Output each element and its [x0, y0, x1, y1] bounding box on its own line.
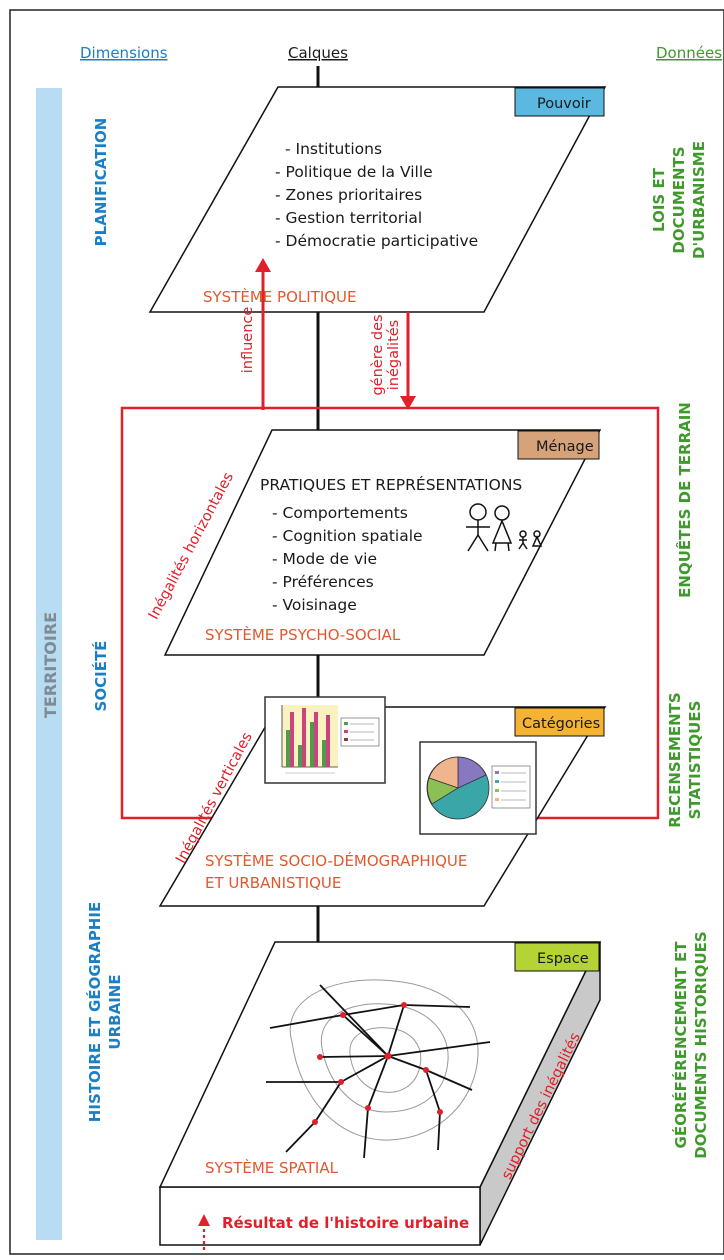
categories-system-line2: ET URBANISTIQUE: [205, 874, 341, 892]
pouvoir-item-5: - Démocratie participative: [275, 232, 478, 250]
tag-pouvoir: [514, 87, 605, 117]
result-label: Résultat de l'histoire urbaine: [222, 1214, 469, 1232]
tag-categories-label: Catégories: [522, 716, 600, 732]
pouvoir-item-3: - Zones prioritaires: [275, 186, 422, 204]
label-planification: PLANIFICATION: [92, 118, 110, 247]
header-donnees: Données: [656, 44, 722, 62]
pouvoir-system: SYSTÈME POLITIQUE: [203, 287, 357, 306]
tag-espace: [514, 942, 600, 972]
espace-system: SYSTÈME SPATIAL: [205, 1158, 339, 1177]
genere-arrow-head: [400, 396, 416, 410]
label-histoire-line1: HISTOIRE ET GÉOGRAPHIE: [85, 902, 104, 1122]
categories-system-line1: SYSTÈME SOCIO-DÉMOGRAPHIQUE: [205, 851, 467, 870]
pouvoir-item-4: - Gestion territorial: [275, 209, 422, 227]
label-territoire: TERRITOIRE: [41, 612, 60, 718]
layer-espace: [158, 941, 602, 1188]
label-geo-line2: DOCUMENTS HISTORIQUES: [692, 931, 710, 1158]
menage-item-1: - Comportements: [272, 504, 408, 522]
layer-pouvoir: [148, 86, 607, 313]
arrow-genere-line2: inégalités: [386, 320, 402, 390]
tag-menage-label: Ménage: [536, 439, 594, 455]
arrow-influence-label: influence: [240, 307, 256, 374]
menage-item-4: - Préférences: [272, 573, 374, 591]
label-recensements-line1: RECENSEMENTS: [666, 692, 684, 827]
tag-espace-label: Espace: [537, 951, 589, 967]
label-histoire-line2: URBAINE: [106, 974, 124, 1049]
pouvoir-item-1: - Institutions: [285, 140, 382, 158]
label-recensements-line2: STATISTIQUES: [686, 701, 704, 820]
espace-slab-front: [159, 1186, 481, 1246]
menage-item-2: - Cognition spatiale: [272, 527, 423, 545]
arrow-genere-line1: génère des: [370, 314, 386, 395]
header-dimensions: Dimensions: [80, 44, 168, 62]
layer-menage: [163, 429, 602, 656]
label-geo-line1: GÉORÉFÉRENCEMENT ET: [671, 941, 690, 1149]
urban-network-map: [266, 979, 491, 1159]
family-icon: [466, 503, 543, 552]
territoire-band: [36, 88, 62, 1240]
menage-item-3: - Mode de vie: [272, 550, 377, 568]
menage-heading: PRATIQUES ET REPRÉSENTATIONS: [260, 475, 522, 494]
label-lois-line1: LOIS ET: [650, 167, 668, 232]
label-societe: SOCIÉTÉ: [91, 641, 110, 712]
result-arrow-head: [198, 1214, 210, 1226]
pouvoir-item-2: - Politique de la Ville: [275, 163, 433, 181]
tag-menage: [517, 430, 600, 460]
label-lois-line3: D'URBANISME: [690, 141, 708, 259]
label-enquetes: ENQUÊTES DE TERRAIN: [675, 402, 694, 598]
menage-item-5: - Voisinage: [272, 596, 357, 614]
influence-arrow-head: [255, 258, 271, 272]
tag-categories: [514, 707, 605, 737]
label-lois-line2: DOCUMENTS: [670, 146, 688, 253]
bar-chart-thumbnail: [264, 696, 386, 784]
pie-chart-thumbnail: [419, 741, 537, 835]
header-calques: Calques: [288, 44, 348, 62]
menage-system: SYSTÈME PSYCHO-SOCIAL: [205, 625, 401, 644]
tag-pouvoir-label: Pouvoir: [537, 96, 591, 112]
